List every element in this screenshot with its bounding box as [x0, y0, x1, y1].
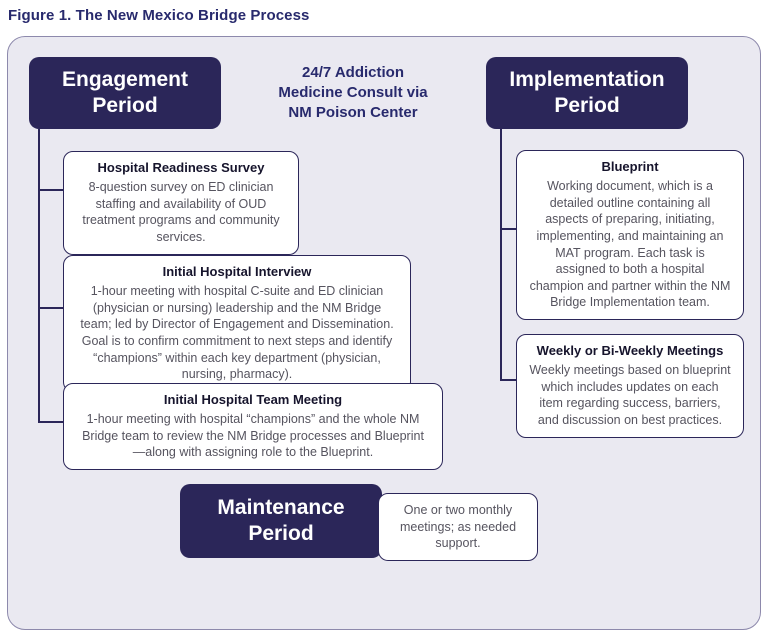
- info-box-initial-hospital-team-meeting: Initial Hospital Team Meeting 1-hour mee…: [63, 383, 443, 470]
- info-box-heading: Blueprint: [601, 159, 659, 174]
- engagement-period-box: Engagement Period: [29, 57, 221, 129]
- implementation-period-label: Implementation Period: [509, 67, 665, 117]
- info-box-heading: Initial Hospital Team Meeting: [163, 392, 343, 407]
- maintenance-period-box: Maintenance Period: [180, 484, 382, 558]
- connector-line-to-weekly-meetings: [500, 379, 516, 381]
- info-box-body: 8-question survey on ED clinician staffi…: [82, 180, 280, 244]
- info-box-body: 1-hour meeting with hospital “champions”…: [82, 412, 424, 460]
- engagement-period-label: Engagement Period: [61, 67, 189, 117]
- info-box-heading: Hospital Readiness Survey: [97, 160, 265, 175]
- info-box-initial-hospital-interview: Initial Hospital Interview 1-hour meetin…: [63, 255, 411, 392]
- connector-line-to-readiness-survey: [38, 189, 63, 191]
- info-box-heading: Weekly or Bi-Weekly Meetings: [536, 343, 724, 358]
- info-box-body: Weekly meetings based on blueprint which…: [529, 363, 731, 427]
- connector-line-engagement-vertical: [38, 129, 40, 422]
- connector-line-to-hospital-interview: [38, 307, 63, 309]
- info-box-body: 1-hour meeting with hospital C-suite and…: [80, 284, 394, 382]
- info-box-heading: Initial Hospital Interview: [162, 264, 312, 279]
- info-box-weekly-meetings: Weekly or Bi-Weekly Meetings Weekly meet…: [516, 334, 744, 438]
- info-box-body: Working document, which is a detailed ou…: [529, 179, 731, 310]
- consult-note: 24/7 Addiction Medicine Consult via NM P…: [278, 64, 428, 121]
- maintenance-note-box: One or two monthly meetings; as needed s…: [378, 493, 538, 561]
- info-box-blueprint: Blueprint Working document, which is a d…: [516, 150, 744, 320]
- info-box-hospital-readiness-survey: Hospital Readiness Survey 8-question sur…: [63, 151, 299, 255]
- maintenance-period-label: Maintenance Period: [217, 495, 345, 545]
- implementation-period-box: Implementation Period: [486, 57, 688, 129]
- figure-title: Figure 1. The New Mexico Bridge Process: [8, 7, 310, 24]
- connector-line-to-team-meeting: [38, 421, 63, 423]
- connector-line-implementation-vertical: [500, 129, 502, 381]
- diagram-canvas: Engagement Period 24/7 Addiction Medicin…: [7, 36, 761, 630]
- info-box-body: One or two monthly meetings; as needed s…: [399, 503, 517, 551]
- connector-line-to-blueprint: [500, 228, 516, 230]
